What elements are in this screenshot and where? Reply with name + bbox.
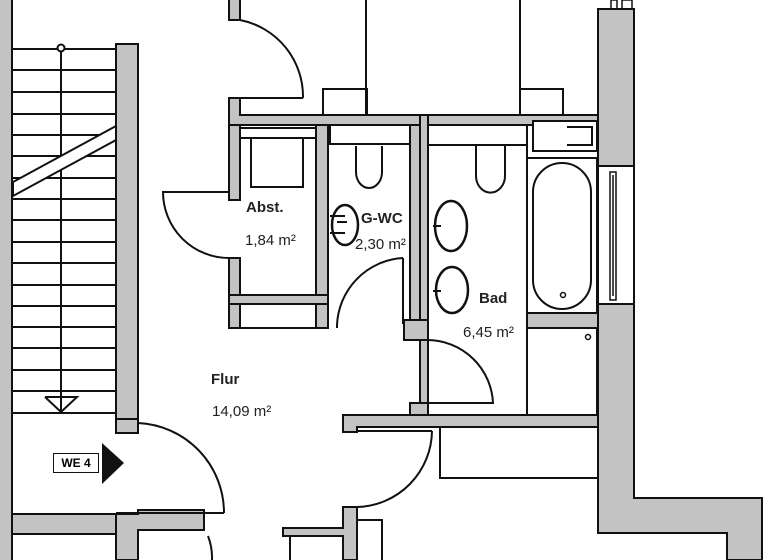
entrance-door — [116, 422, 226, 514]
unit-label: WE 4 — [53, 453, 99, 473]
cabinet — [519, 88, 564, 116]
bad-door — [403, 319, 495, 404]
room-name-bad: Bad — [479, 290, 508, 307]
lower-door — [356, 426, 599, 508]
stair-wall — [115, 43, 139, 420]
window-bath — [597, 165, 635, 305]
staircase — [12, 43, 117, 414]
room-area-flur: 14,09 m² — [212, 403, 272, 420]
cabinet — [322, 88, 368, 116]
door-jamb — [115, 418, 139, 434]
landing-wall — [11, 513, 117, 535]
room-area-gwc: 2,30 m² — [355, 236, 406, 253]
room-name-abst: Abst. — [246, 199, 284, 216]
wall-segment — [115, 509, 205, 560]
window-top — [610, 0, 633, 10]
door-jamb — [409, 402, 429, 416]
room-name-flur: Flur — [211, 371, 240, 388]
room-area-bad: 6,45 m² — [463, 324, 514, 341]
right-outer-wall — [597, 8, 635, 167]
upper-room-door — [228, 0, 305, 99]
room-name-gwc: G-WC — [361, 210, 403, 227]
right-lower-wall — [597, 303, 763, 560]
entry-arrow-icon — [102, 443, 124, 484]
room-area-abst: 1,84 m² — [245, 232, 296, 249]
left-outer-wall — [0, 0, 13, 560]
flur-wall — [342, 414, 599, 433]
bottom-wall — [282, 506, 358, 560]
room-abst — [161, 124, 329, 329]
room-bad — [419, 114, 599, 416]
